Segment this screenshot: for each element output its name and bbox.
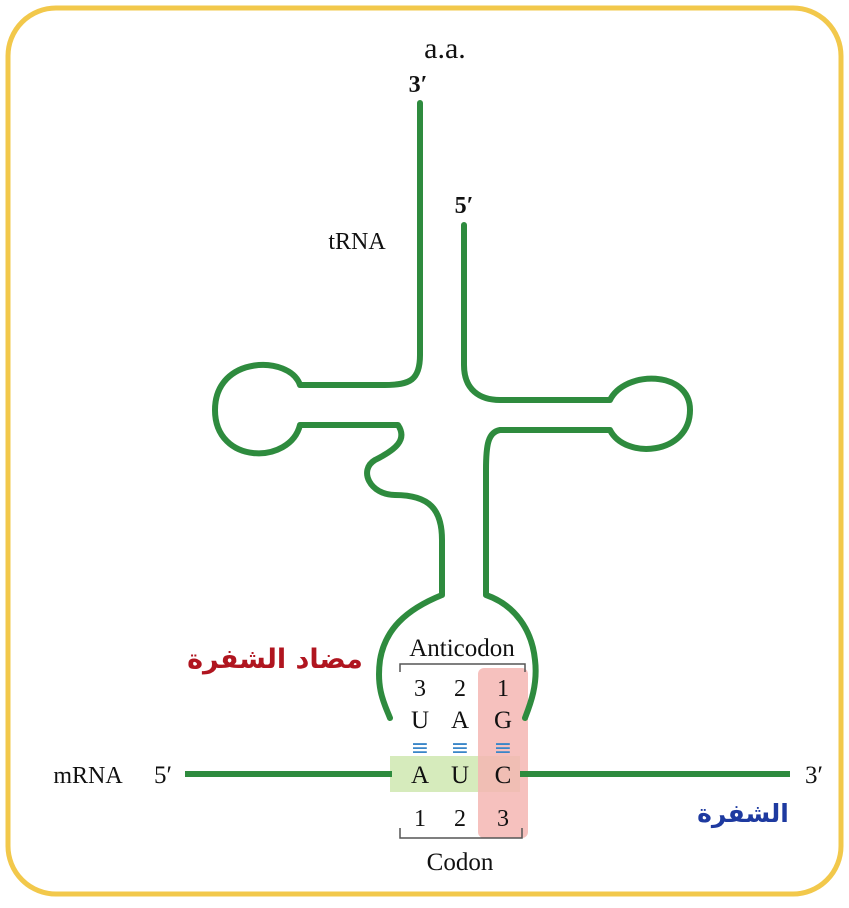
base-pair-bond: ≡ — [451, 736, 469, 761]
mrna-5prime-label: 5′ — [154, 762, 172, 789]
codon-number: 1 — [414, 806, 426, 832]
mrna-3prime-label: 3′ — [805, 762, 823, 789]
trna-strand-5prime — [461, 222, 693, 721]
codon-arabic-label: الشفرة — [697, 799, 789, 829]
codon-number: 2 — [454, 806, 466, 832]
codon-bracket — [399, 828, 523, 839]
anticodon-base: U — [411, 707, 429, 734]
anticodon-base: G — [494, 707, 512, 734]
trna-3prime-label: 3′ — [409, 72, 428, 98]
anticodon-number: 3 — [414, 676, 426, 702]
anticodon-label: Anticodon — [409, 635, 515, 662]
position-one-highlight — [478, 668, 528, 838]
amino-acid-label: a.a. — [424, 32, 466, 65]
anticodon-number: 1 — [497, 676, 509, 702]
anticodon-arabic-label: مضاد الشفرة — [187, 644, 363, 675]
anticodon-base: A — [451, 707, 469, 734]
base-pair-bond: ≡ — [411, 736, 429, 761]
base-pair-bond: ≡ — [494, 736, 512, 761]
codon-base: A — [411, 762, 429, 789]
frame-border — [5, 5, 844, 897]
trna-5prime-label: 5′ — [455, 193, 474, 219]
anticodon-bracket — [399, 663, 526, 672]
mrna-label: mRNA — [53, 763, 123, 789]
codon-base: C — [495, 762, 512, 789]
trna-label: tRNA — [328, 229, 386, 255]
anticodon-number: 2 — [454, 676, 466, 702]
codon-number: 3 — [497, 806, 509, 832]
codon-label: Codon — [427, 849, 494, 876]
codon-base: U — [451, 762, 469, 789]
trna-strand — [212, 100, 445, 721]
